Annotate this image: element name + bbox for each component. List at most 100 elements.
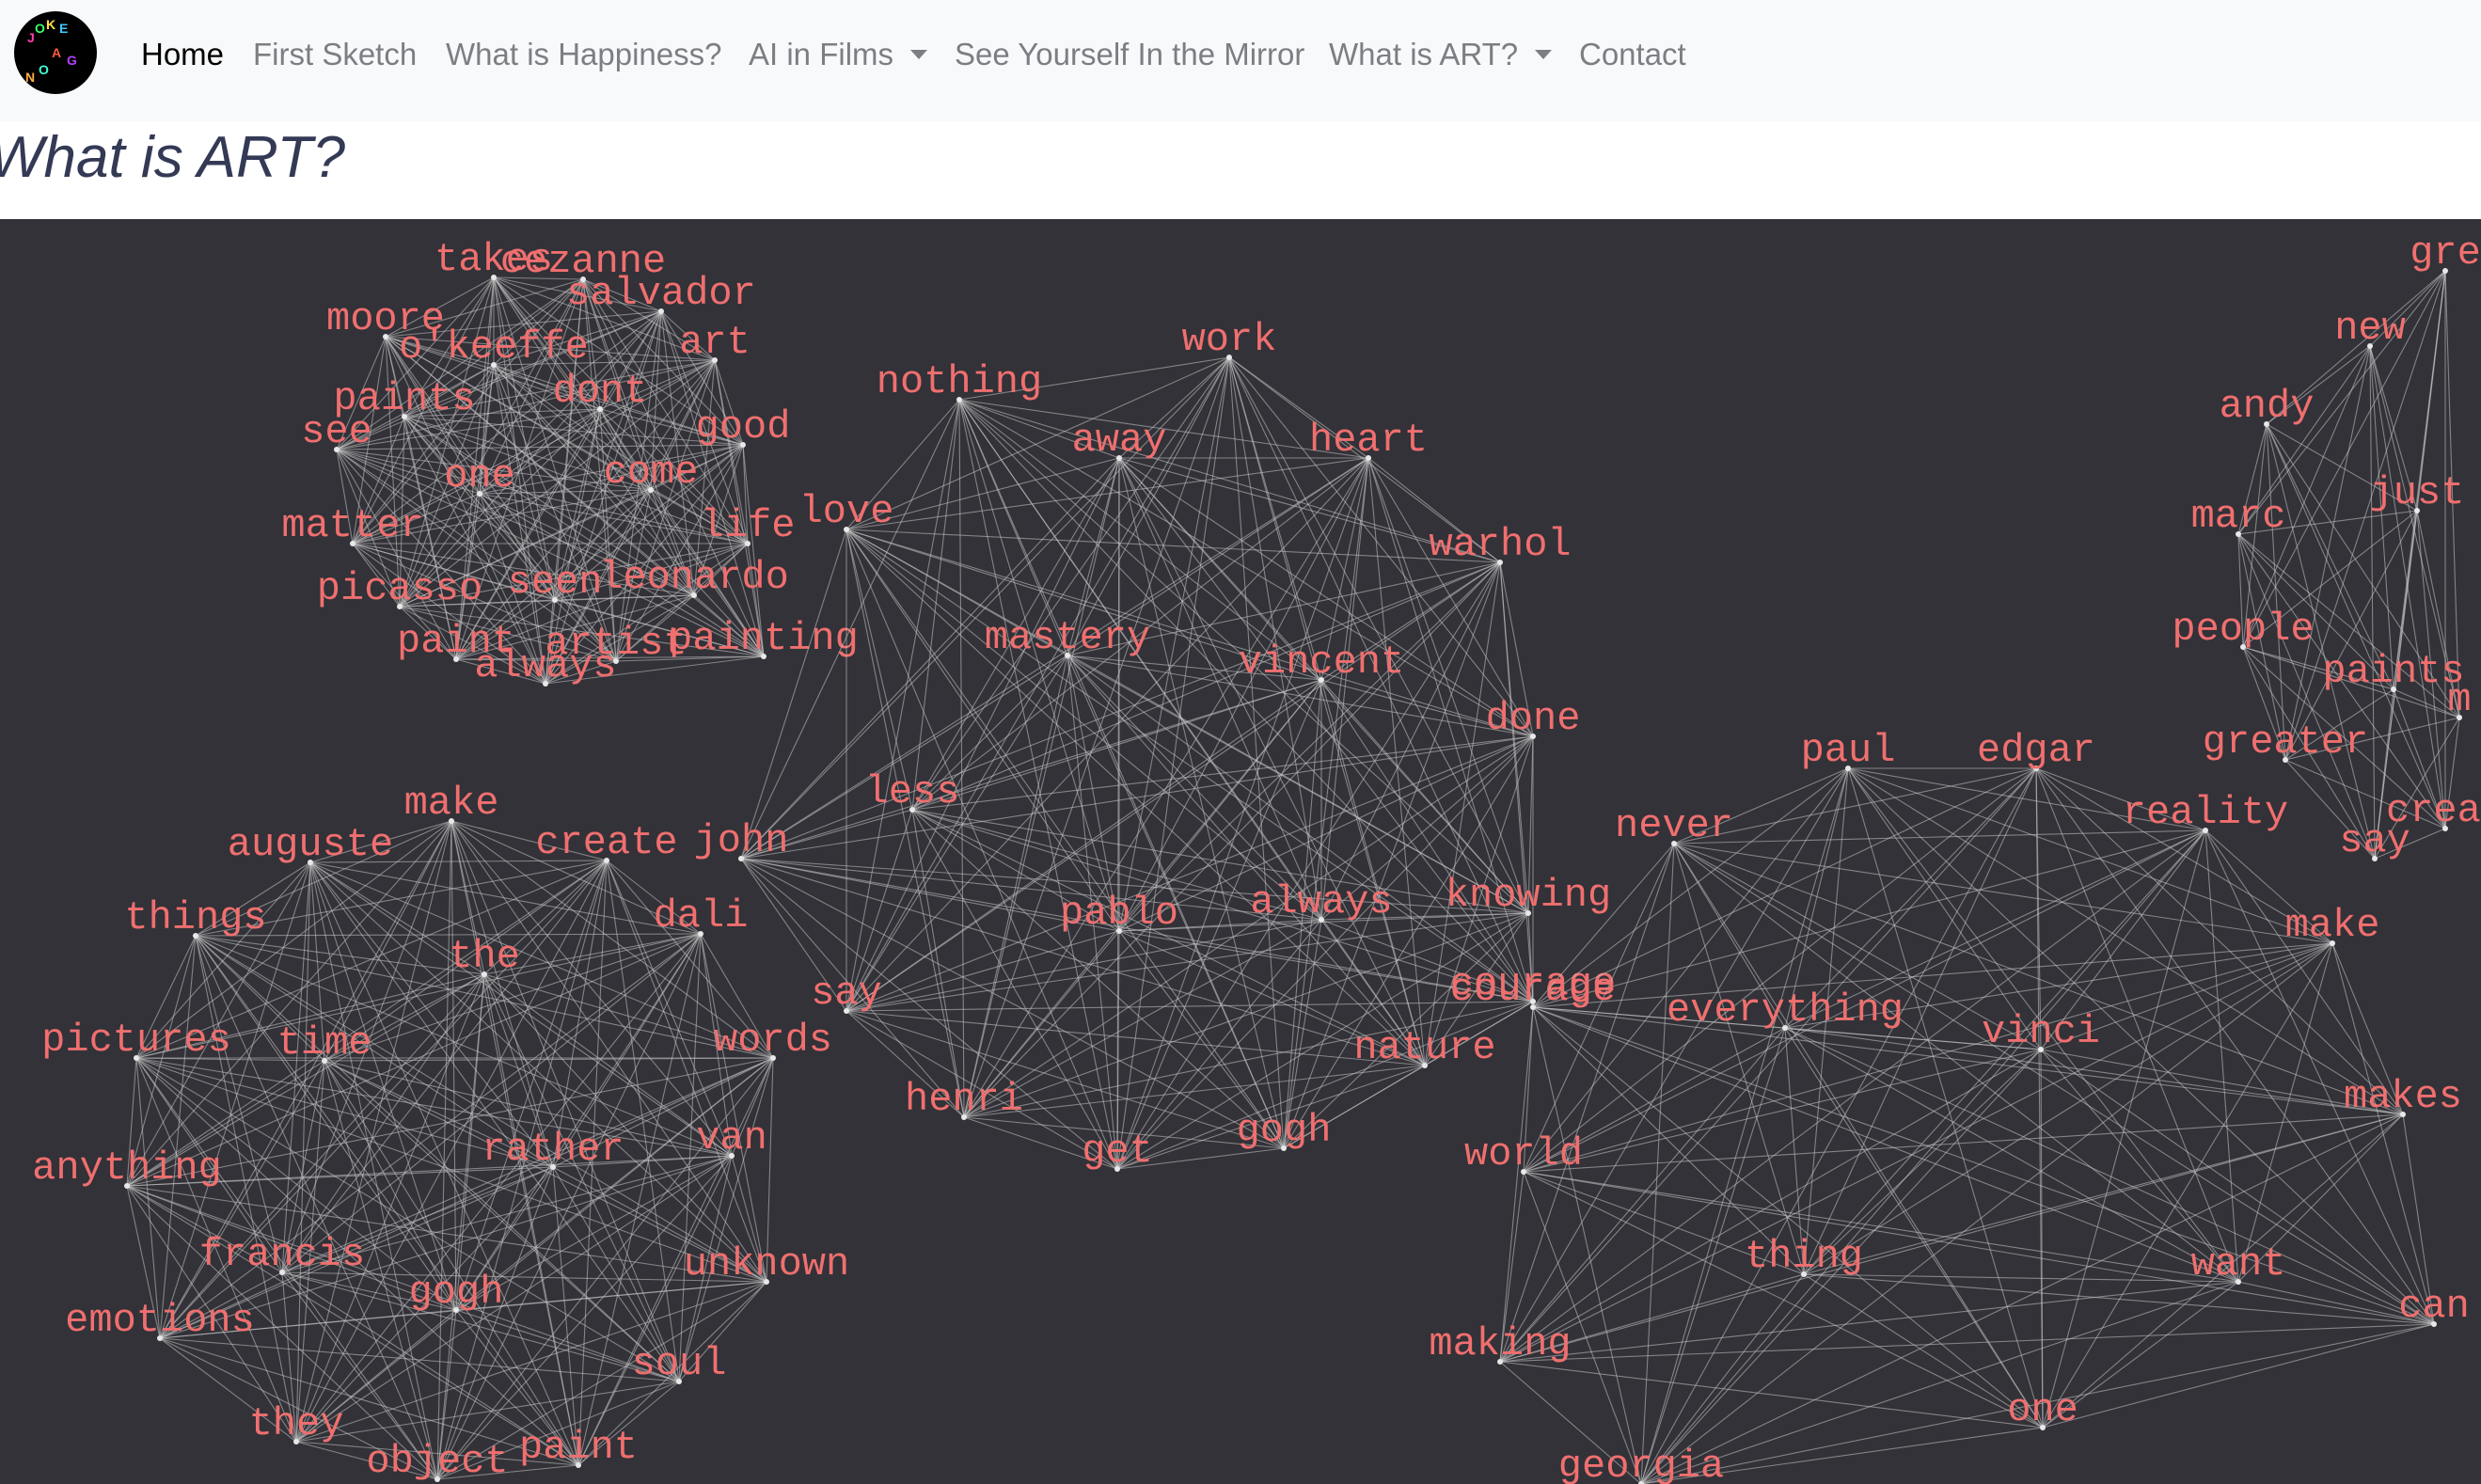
word-node[interactable] xyxy=(844,1008,849,1014)
word-label[interactable]: reality xyxy=(2123,790,2288,835)
word-label[interactable]: away xyxy=(1072,418,1167,463)
word-label[interactable]: everything xyxy=(1667,987,1904,1033)
word-node[interactable] xyxy=(1281,1145,1287,1151)
word-node[interactable] xyxy=(2330,940,2335,946)
word-node[interactable] xyxy=(402,414,407,419)
word-node[interactable] xyxy=(738,856,744,861)
word-node[interactable] xyxy=(124,1183,130,1189)
word-label[interactable]: georgia xyxy=(1558,1444,1724,1484)
word-label[interactable]: work xyxy=(1182,317,1277,362)
word-label[interactable]: seen xyxy=(508,560,603,605)
word-label[interactable]: vinci xyxy=(1982,1009,2100,1054)
word-label[interactable]: always xyxy=(474,643,616,688)
word-node[interactable] xyxy=(844,527,849,532)
word-node[interactable] xyxy=(1497,560,1503,565)
word-node[interactable] xyxy=(1366,455,1371,461)
word-label[interactable]: marc xyxy=(2191,494,2286,539)
word-label[interactable]: emotions xyxy=(65,1298,255,1343)
word-node[interactable] xyxy=(676,1379,682,1384)
word-label[interactable]: always xyxy=(1250,879,1392,924)
word-node[interactable] xyxy=(764,1279,769,1285)
word-label[interactable]: nothing xyxy=(877,359,1042,404)
word-label[interactable]: just xyxy=(2370,470,2465,515)
word-node[interactable] xyxy=(334,447,340,452)
word-label[interactable]: knowing xyxy=(1446,873,1611,918)
word-label[interactable]: o'keeffe xyxy=(399,324,589,370)
word-node[interactable] xyxy=(1530,999,1536,1004)
word-label[interactable]: rather xyxy=(482,1127,624,1172)
word-label[interactable]: takes xyxy=(435,237,553,282)
word-label[interactable]: want xyxy=(2191,1241,2286,1287)
word-node[interactable] xyxy=(2240,644,2246,650)
word-label[interactable]: matter xyxy=(281,503,423,548)
word-node[interactable] xyxy=(308,860,313,865)
word-label[interactable]: see xyxy=(301,409,372,454)
word-node[interactable] xyxy=(909,807,915,813)
word-label[interactable]: courage xyxy=(1450,967,1616,1012)
word-label[interactable]: henri xyxy=(905,1077,1023,1122)
word-node[interactable] xyxy=(397,604,403,609)
word-node[interactable] xyxy=(1497,1359,1503,1365)
word-node[interactable] xyxy=(491,362,497,368)
word-node[interactable] xyxy=(2442,826,2448,831)
word-node[interactable] xyxy=(1226,355,1232,360)
word-label[interactable]: painting xyxy=(669,616,859,661)
word-label[interactable]: dali xyxy=(654,893,749,939)
word-label[interactable]: the xyxy=(449,934,520,979)
word-label[interactable]: creat xyxy=(2386,788,2481,833)
word-node[interactable] xyxy=(2414,508,2420,513)
word-node[interactable] xyxy=(2033,766,2039,771)
word-node[interactable] xyxy=(1319,917,1324,923)
word-label[interactable]: leonardo xyxy=(599,555,789,600)
nav-see-yourself[interactable]: See Yourself In the Mirror xyxy=(955,37,1305,71)
word-label[interactable]: paint xyxy=(397,619,515,664)
word-node[interactable] xyxy=(740,442,746,448)
word-node[interactable] xyxy=(597,406,603,412)
word-label[interactable]: courage xyxy=(1450,961,1616,1006)
word-label[interactable]: never xyxy=(1615,803,1733,848)
word-node[interactable] xyxy=(2400,1112,2406,1117)
word-node[interactable] xyxy=(1782,1025,1788,1031)
word-label[interactable]: things xyxy=(124,895,266,940)
word-node[interactable] xyxy=(2038,1047,2044,1052)
word-node[interactable] xyxy=(1671,841,1677,846)
word-label[interactable]: unknown xyxy=(684,1241,849,1287)
word-node[interactable] xyxy=(580,276,586,282)
word-label[interactable]: heart xyxy=(1309,418,1428,463)
word-label[interactable]: gogh xyxy=(409,1270,504,1315)
nav-ai-in-films[interactable]: AI in Films xyxy=(749,30,928,79)
word-label[interactable]: one xyxy=(2007,1387,2078,1432)
word-label[interactable]: they xyxy=(249,1401,344,1446)
word-label[interactable]: paints xyxy=(2322,649,2464,694)
word-label[interactable]: gre xyxy=(2410,230,2481,276)
nav-what-is-art[interactable]: What is ART? xyxy=(1329,30,1553,79)
word-node[interactable] xyxy=(2457,715,2462,720)
word-node[interactable] xyxy=(961,1114,967,1120)
word-node[interactable] xyxy=(134,1055,139,1061)
word-node[interactable] xyxy=(2442,268,2448,274)
word-label[interactable]: paints xyxy=(333,376,475,421)
word-label[interactable]: paint xyxy=(519,1425,638,1470)
word-node[interactable] xyxy=(293,1439,299,1445)
word-node[interactable] xyxy=(604,858,609,863)
nav-first-sketch[interactable]: First Sketch xyxy=(253,37,418,71)
word-node[interactable] xyxy=(1845,766,1851,771)
word-node[interactable] xyxy=(491,275,497,280)
word-label[interactable]: love xyxy=(799,489,894,534)
word-label[interactable]: john xyxy=(694,818,789,863)
word-node[interactable] xyxy=(2283,757,2288,763)
word-node[interactable] xyxy=(691,592,697,598)
word-label[interactable]: pablo xyxy=(1060,891,1178,936)
word-label[interactable]: soul xyxy=(632,1341,727,1386)
word-node[interactable] xyxy=(552,597,558,603)
word-label[interactable]: m xyxy=(2447,677,2471,722)
word-label[interactable]: gogh xyxy=(1237,1108,1332,1153)
word-node[interactable] xyxy=(193,933,198,939)
word-label[interactable]: can xyxy=(2398,1284,2470,1329)
word-node[interactable] xyxy=(1530,734,1536,739)
word-label[interactable]: van xyxy=(696,1115,767,1160)
word-label[interactable]: andy xyxy=(2220,384,2315,429)
word-node[interactable] xyxy=(1319,677,1324,683)
word-label[interactable]: mastery xyxy=(985,615,1150,660)
